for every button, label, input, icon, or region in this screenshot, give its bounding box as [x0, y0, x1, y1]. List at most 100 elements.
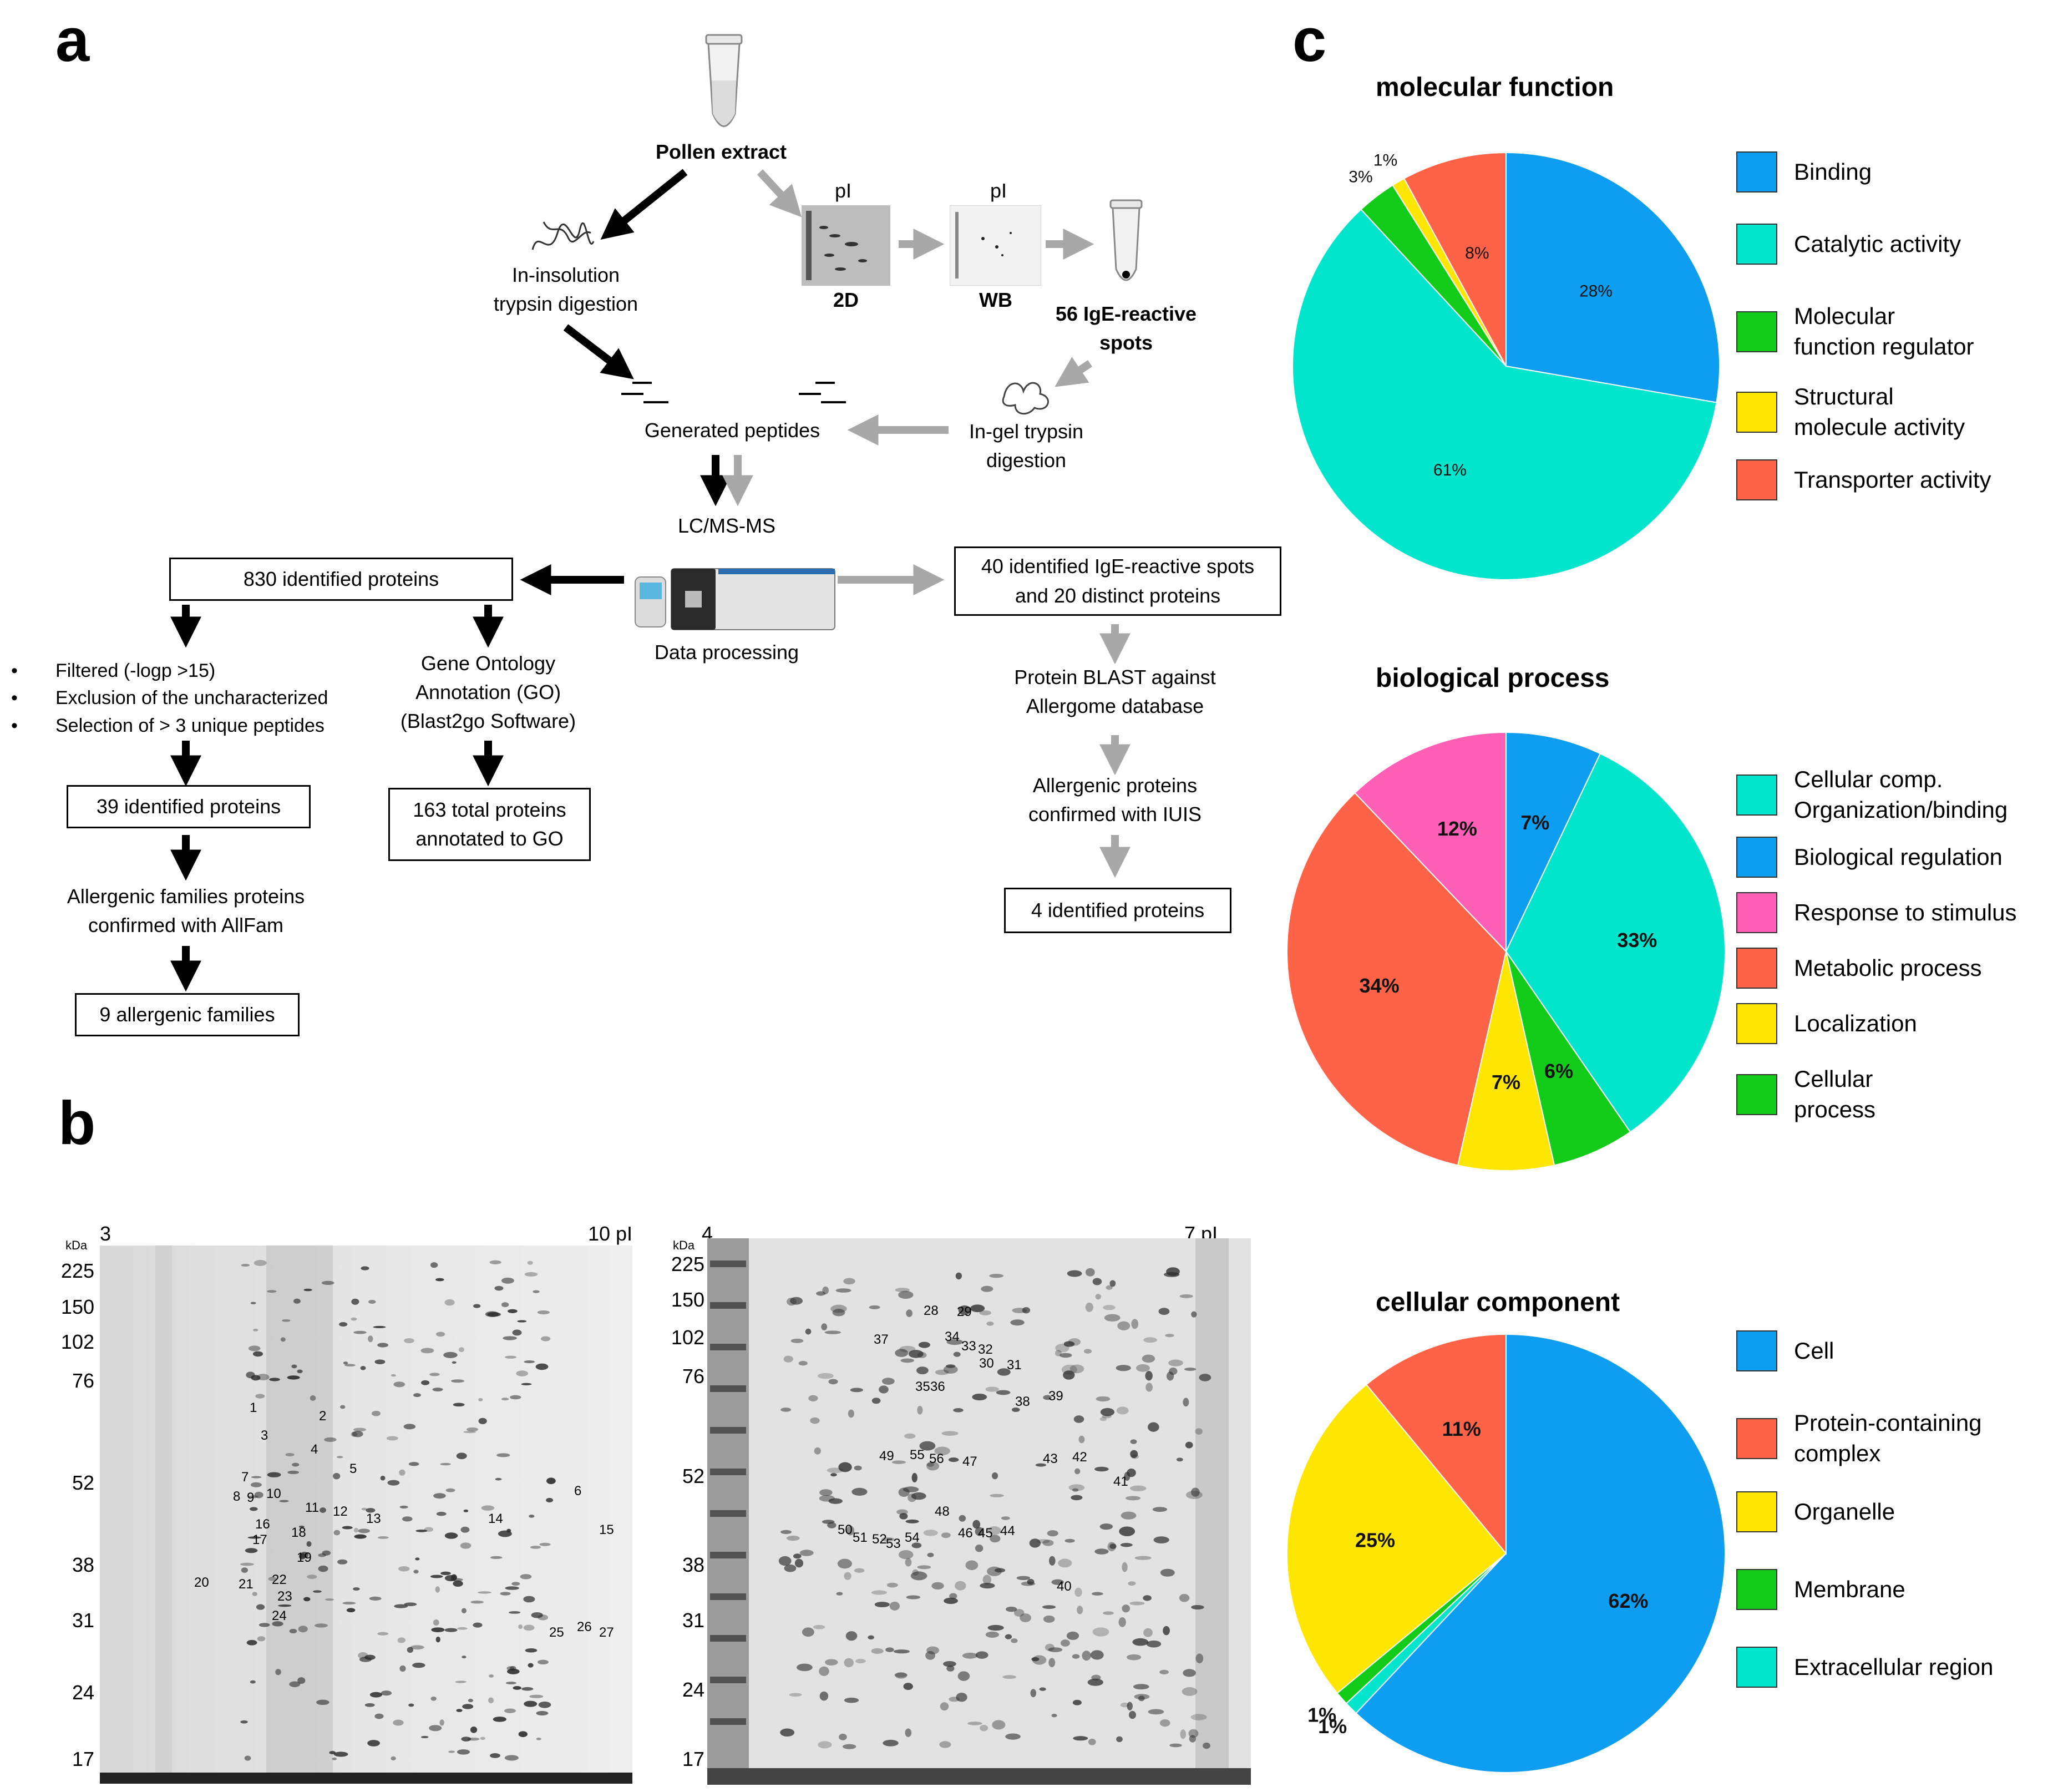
- protein-fold-icon: [1002, 382, 1049, 415]
- mw-tick-label: 225: [60, 1259, 94, 1282]
- mw-tick-label: 31: [682, 1609, 704, 1632]
- pie-slice: [1505, 151, 1720, 403]
- legend-item: Catalytic activity: [1736, 224, 1961, 265]
- gel-spot-label: 9: [247, 1490, 254, 1505]
- gel-spot-label: 39: [1048, 1389, 1063, 1404]
- gel-spot-label: 19: [297, 1550, 312, 1565]
- gel-spot-label: 13: [366, 1511, 381, 1526]
- gel-spot-label: 47: [962, 1454, 977, 1469]
- legend-swatch: [1736, 151, 1777, 193]
- legend-swatch: [1736, 892, 1777, 933]
- gel-spot-label: 17: [252, 1532, 267, 1547]
- legend-label: Extracellular region: [1794, 1653, 1994, 1680]
- pie-slice: [1354, 731, 1507, 953]
- mw-tick-label: 17: [682, 1748, 704, 1770]
- filter-bullet-item: •Filtered (-logp >15): [11, 660, 216, 681]
- pie-slice-label: 34%: [1360, 974, 1400, 997]
- gel-spot-label: 25: [549, 1625, 564, 1640]
- legend-item: Cellular comp.Organization/binding: [1736, 765, 2008, 825]
- gel-spot-label: 54: [905, 1530, 920, 1545]
- legend-label: Organelle: [1794, 1498, 1895, 1525]
- right-gel-kda: kDa: [673, 1238, 695, 1252]
- gel-spot-label: 31: [1007, 1358, 1022, 1373]
- mw-tick-label: 150: [60, 1295, 94, 1318]
- legend-swatch: [1736, 391, 1777, 433]
- pie-slice-label: 1%: [1373, 151, 1397, 170]
- pie-slice: [1286, 1384, 1507, 1694]
- mw-tick-label: 31: [72, 1609, 94, 1632]
- panel-letter-c: c: [1292, 6, 1327, 74]
- gel-spot-label: 44: [1000, 1523, 1015, 1538]
- gel-spot-label: 23: [277, 1589, 292, 1604]
- gel-spot-label: 28: [924, 1303, 939, 1318]
- gel-2d-label: 2D: [833, 288, 859, 311]
- pie-slice-label: 6%: [1544, 1060, 1573, 1082]
- gel-spot-label: 4: [311, 1442, 318, 1457]
- legend-item: Binding: [1736, 151, 1872, 193]
- gel-spot-label: 53: [886, 1536, 901, 1551]
- mw-tick-label: 38: [72, 1553, 94, 1576]
- filter-bullet-item: •Exclusion of the uncharacterized: [11, 687, 328, 709]
- peptide-dashes-left: [621, 382, 668, 403]
- gel-spot-label: 30: [979, 1356, 994, 1371]
- pie-title: biological process: [1376, 664, 1610, 693]
- pie-slice: [1365, 1333, 1507, 1555]
- gel-spot-label: 40: [1057, 1579, 1072, 1594]
- gel-wb-thumbnail: [949, 205, 1042, 286]
- pie-slice-label: 33%: [1617, 929, 1657, 951]
- legend-label: Cellular comp.Organization/binding: [1794, 766, 2008, 823]
- gel-spot-label: 21: [239, 1577, 254, 1592]
- gel-spot-label: 42: [1072, 1450, 1087, 1465]
- legend-swatch: [1736, 1647, 1777, 1688]
- gel-spot-label: 3: [261, 1428, 268, 1443]
- mw-tick-label: 102: [60, 1330, 94, 1353]
- pie-slice: [1345, 1553, 1507, 1714]
- legend-swatch: [1736, 1074, 1777, 1115]
- mw-tick-label: 102: [671, 1326, 704, 1349]
- pie-title: cellular component: [1376, 1288, 1620, 1317]
- legend-swatch: [1736, 1418, 1777, 1459]
- mw-tick-label: 76: [72, 1369, 94, 1392]
- legend-swatch: [1736, 311, 1777, 352]
- legend-swatch: [1736, 837, 1777, 878]
- pollen-extract-label: Pollen extract: [655, 140, 787, 163]
- pie-title: molecular function: [1376, 73, 1614, 102]
- left-gel-ph-start: 3: [99, 1222, 111, 1245]
- pie-slice: [1403, 151, 1507, 367]
- gel-spot-label: 35: [915, 1379, 930, 1394]
- gel-wb-pi-label: pI: [990, 179, 1007, 202]
- pie-slice: [1392, 178, 1507, 367]
- gel-spot-label: 6: [574, 1484, 581, 1499]
- legend-label: Metabolic process: [1794, 954, 1982, 981]
- gel-spot-label: 14: [488, 1511, 503, 1526]
- gel-2d-thumbnail: [802, 205, 890, 286]
- gel-spot-label: 32: [978, 1342, 993, 1357]
- legend-swatch: [1736, 459, 1777, 500]
- gel-spot-label: 49: [879, 1449, 894, 1464]
- gel-spot-label: 43: [1043, 1451, 1058, 1466]
- lcms-label: LC/MS-MS: [677, 514, 775, 537]
- gel-spot-label: 56: [929, 1451, 944, 1466]
- legend-swatch: [1736, 224, 1777, 265]
- pie-slice-label: 61%: [1433, 461, 1467, 479]
- mw-tick-label: 17: [72, 1748, 94, 1770]
- legend-item: Organelle: [1736, 1491, 1895, 1532]
- left-gel-ph-end: 10 pI: [587, 1222, 633, 1245]
- gel-spot-label: 5: [349, 1461, 357, 1476]
- pie-slice-label: 7%: [1520, 811, 1549, 834]
- gel-spot-label: 22: [272, 1572, 287, 1587]
- protein-chain-icon: [531, 221, 595, 250]
- gel-spot-label: 2: [319, 1409, 326, 1424]
- mw-tick-label: 24: [72, 1681, 94, 1704]
